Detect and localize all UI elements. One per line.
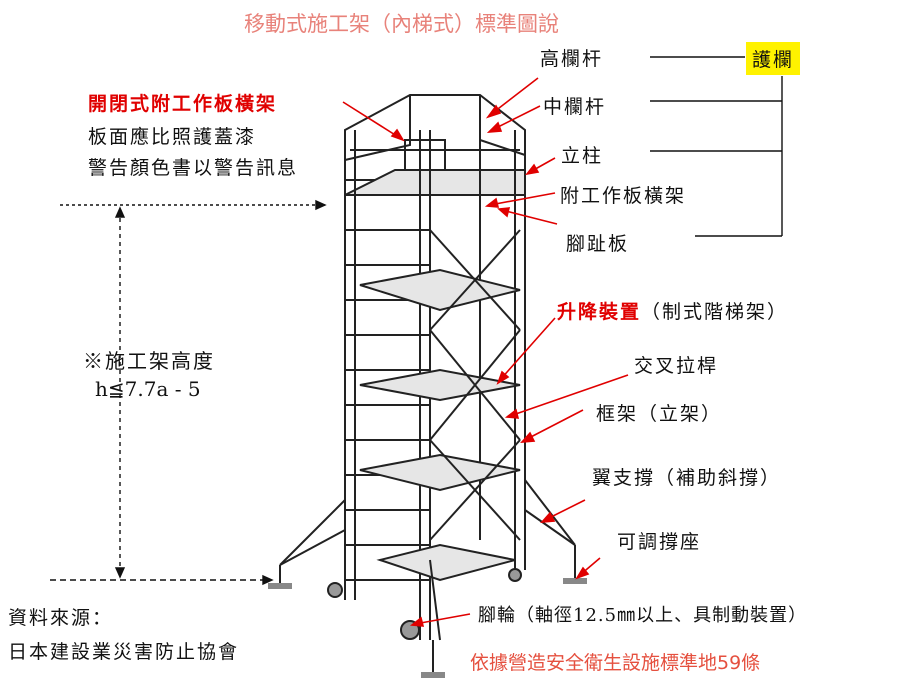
height-note-line1: ※施工架高度: [83, 349, 215, 373]
lift-device-label-red: 升降裝置: [557, 301, 642, 323]
outrigger-label: 翼支撐（補助斜撐）: [592, 467, 782, 489]
top-rail-label: 高欄杆: [540, 48, 604, 70]
mid-rail-label: 中欄杆: [543, 96, 607, 118]
left-note-line1: 板面應比照護蓋漆: [88, 126, 257, 148]
source-organization: 日本建設業災害防止協會: [8, 641, 240, 663]
post-label: 立柱: [561, 145, 604, 167]
platform-frame-label: 附工作板橫架: [560, 185, 687, 207]
toe-board-label: 腳趾板: [566, 233, 630, 255]
source-label: 資料來源：: [8, 607, 114, 629]
height-formula: h≦7.7a - 5: [95, 377, 201, 401]
lift-device-label: 升降裝置（制式階梯架）: [557, 297, 788, 324]
lift-device-label-rest: （制式階梯架）: [641, 301, 789, 323]
left-note-title: 開閉式附工作板橫架: [88, 93, 278, 115]
diagram-title: 移動式施工架（內梯式）標準圖說: [244, 12, 559, 36]
cross-brace-label: 交叉拉桿: [634, 355, 719, 377]
frame-label: 框架（立架）: [596, 403, 723, 425]
guardrail-label: 護欄: [746, 42, 801, 75]
caster-label: 腳輪（軸徑12.5㎜以上、具制動裝置）: [478, 605, 808, 626]
adjustable-base-label: 可調撐座: [617, 531, 702, 553]
regulation-note: 依據營造安全衛生設施標準地59條: [470, 652, 761, 674]
left-note-line2: 警告顏色書以警告訊息: [88, 157, 299, 179]
